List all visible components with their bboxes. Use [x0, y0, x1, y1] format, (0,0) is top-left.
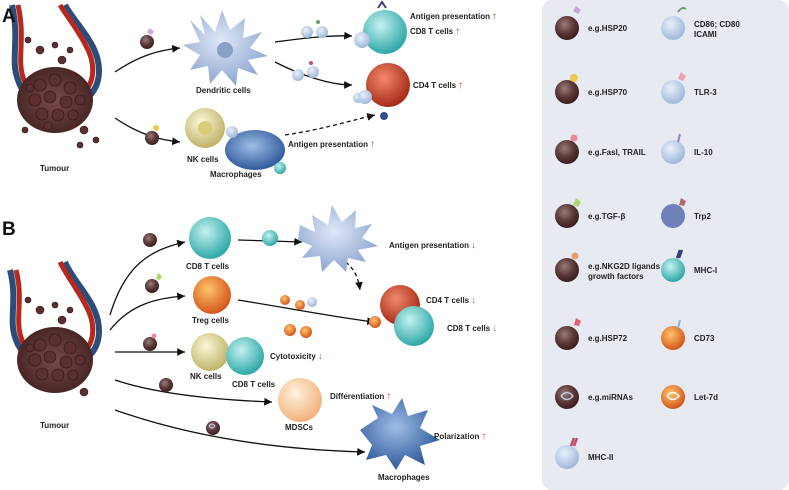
vesicle-teal-b	[262, 230, 278, 246]
dendritic-cell-b	[298, 205, 378, 272]
nk-cells-label-b: NK cells	[190, 372, 222, 381]
cytotoxicity-text: Cytotoxicity	[270, 352, 316, 361]
cytotoxicity-label: Cytotoxicity↓	[270, 351, 323, 362]
legend-nkg2d: e.g.NKG2D ligands growth factors	[588, 262, 661, 281]
tumour-label-a: Tumour	[40, 164, 70, 173]
tumour-label-b: Tumour	[40, 421, 70, 430]
treg-vesicles-b	[280, 295, 317, 338]
cd8-t-cell-b	[189, 217, 231, 259]
tumour-a	[9, 3, 102, 149]
arrow-tumour-to-mac-b	[114, 409, 366, 456]
legend-panel	[542, 0, 789, 490]
legend-hsp20: e.g.HSP20	[588, 24, 628, 33]
antigen-presentation-a-top-text: Antigen presentation	[410, 12, 491, 21]
exosome-a3	[380, 112, 388, 120]
arrow-down-icon: ↓	[471, 240, 477, 251]
arrow-dc-to-cd4	[274, 61, 353, 89]
dendritic-cells-label: Dendritic cells	[196, 86, 251, 95]
exosome-b3	[143, 333, 157, 351]
legend-tlr3: TLR-3	[694, 88, 717, 97]
cd8-t-cells-label-b2: CD8 T cells	[232, 380, 276, 389]
arrow-treg-to-cd4	[237, 299, 376, 325]
panel-letter-b: B	[2, 219, 16, 240]
cd8-t-cells-text-a: CD8 T cells	[410, 27, 454, 36]
cd8-t-cell-b2	[394, 306, 434, 346]
dendritic-cell-a	[183, 10, 268, 86]
antigen-presentation-b-text: Antigen presentation	[389, 241, 470, 250]
arrow-tumour-to-cd8	[109, 239, 186, 316]
arrow-up-icon: ↑	[492, 11, 498, 22]
antigen-presentation-a-top: Antigen presentation↑	[410, 11, 497, 22]
arrow-up-icon: ↑	[370, 139, 376, 150]
legend-il10: IL-10	[694, 148, 713, 157]
legend-right-icons	[661, 7, 687, 409]
macrophages-label-a: Macrophages	[210, 170, 262, 179]
legend-fasl-trail: e.g.Fasl, TRAIL	[588, 148, 646, 157]
arrow-tumour-to-treg	[109, 292, 186, 331]
cd8-t-cells-label-b-right: CD8 T cells↓	[447, 323, 497, 334]
legend-tgf-beta: e.g.TGF-β	[588, 212, 626, 221]
cd4-t-cells-label-a: CD4 T cells↑	[413, 80, 463, 91]
vesicle-orange-b	[369, 316, 381, 328]
tumour-b	[7, 260, 102, 397]
exosome-a2	[145, 125, 159, 145]
mdscs-label: MDSCs	[285, 423, 314, 432]
cd4-t-cells-text-a: CD4 T cells	[413, 81, 457, 90]
macrophage-a	[225, 126, 286, 174]
arrow-up-icon: ↑	[458, 80, 464, 91]
arrow-dc-to-cd8	[274, 31, 353, 43]
mdsc-cell-b	[278, 378, 322, 422]
legend-mhc-ii: MHC-II	[588, 453, 614, 462]
arrow-up-icon: ↑	[386, 391, 392, 402]
cd8-t-cell-a	[354, 0, 407, 54]
arrow-down-icon: ↓	[471, 295, 477, 306]
exosome-a1	[140, 28, 154, 49]
nk-cell-a	[185, 108, 225, 148]
macrophages-label-b: Macrophages	[378, 473, 430, 482]
cd4-t-cells-label-b: CD4 T cells↓	[426, 295, 476, 306]
macrophage-b	[360, 398, 440, 470]
treg-cells-label: Treg cells	[192, 316, 229, 325]
antigen-presentation-b: Antigen presentation↓	[389, 240, 476, 251]
exosome-b5	[206, 421, 220, 435]
legend-cd73: CD73	[694, 334, 715, 343]
arrow-down-icon: ↓	[492, 323, 498, 334]
cd8-t-cells-label-b: CD8 T cells	[186, 262, 230, 271]
cd8-t-cells-label-a: CD8 T cells↑	[410, 26, 460, 37]
exosome-b4	[159, 378, 173, 392]
arrow-up-icon: ↑	[455, 26, 461, 37]
antigen-presentation-a-mid: Antigen presentation↑	[288, 139, 375, 150]
legend-hsp72: e.g.HSP72	[588, 334, 628, 343]
polarization-text: Polarization	[434, 432, 480, 441]
exosome-b2	[145, 273, 162, 293]
differentiation-text: Differentiation	[330, 392, 385, 401]
legend-mhc-i: MHC-I	[694, 266, 718, 275]
legend-cd86-cd80: CD86; CD80 ICAMI	[694, 20, 740, 39]
legend-trp2: Trp2	[694, 212, 711, 221]
vesicles-a	[292, 20, 363, 103]
arrow-mac-to-exo	[284, 112, 376, 136]
legend-mirnas: e.g.miRNAs	[588, 393, 633, 402]
cd4-t-cells-text-b: CD4 T cells	[426, 296, 470, 305]
differentiation-label: Differentiation↑	[330, 391, 391, 402]
cd8-t-cells-text-b-right: CD8 T cells	[447, 324, 491, 333]
arrow-tumour-to-dc	[114, 44, 181, 73]
polarization-label: Polarization↑	[434, 431, 486, 442]
panel-letter-a: A	[2, 6, 16, 27]
cd4-t-cell-a	[358, 63, 410, 107]
legend-left-icons	[555, 6, 581, 469]
antigen-presentation-a-mid-text: Antigen presentation	[288, 140, 369, 149]
arrow-up-icon: ↑	[481, 431, 487, 442]
arrow-tumour-to-mdsc	[114, 379, 273, 406]
exosome-b1	[143, 233, 157, 247]
legend-hsp70: e.g.HSP70	[588, 88, 628, 97]
legend-let7d: Let-7d	[694, 393, 718, 402]
nk-cd8-cells-b	[191, 333, 264, 375]
arrow-down-icon: ↓	[317, 351, 323, 362]
nk-cells-label-a: NK cells	[187, 155, 219, 164]
treg-cell-b	[193, 276, 231, 314]
